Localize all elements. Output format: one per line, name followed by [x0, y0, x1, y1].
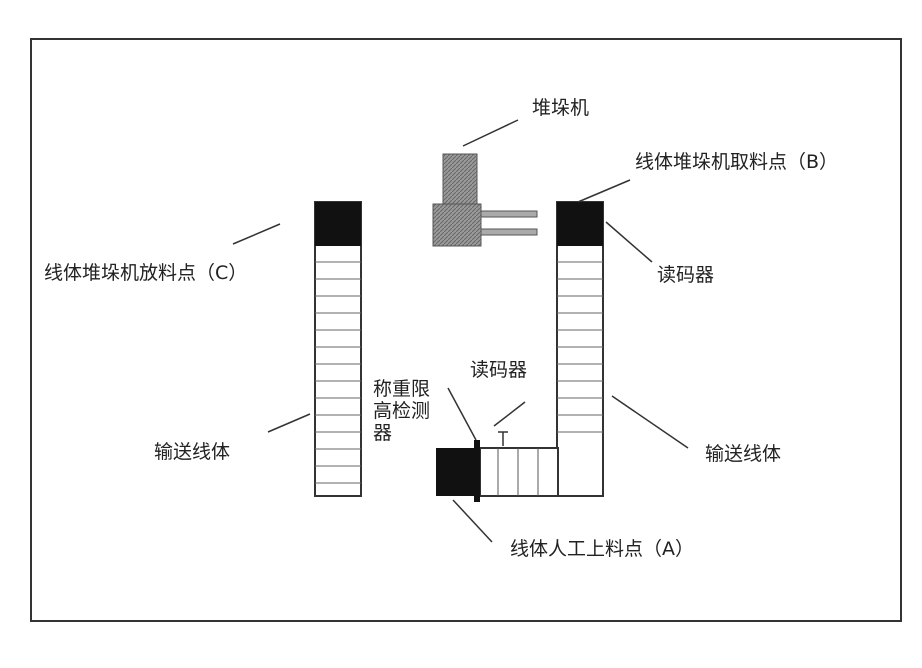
- leader-load-a: [453, 500, 492, 542]
- leader-weigh-check: [448, 388, 476, 440]
- pickup-point-b-label: 线体堆垛机取料点（B）: [635, 150, 838, 174]
- leader-stacker: [463, 120, 518, 146]
- left-conveyor: [315, 202, 361, 496]
- bottom-conveyor: [480, 448, 558, 496]
- leader-drop-c: [233, 224, 280, 244]
- leader-code-reader-right: [606, 222, 652, 262]
- code-reader-right-label: 读码器: [657, 263, 714, 287]
- leader-pickup-b: [578, 180, 630, 202]
- weigh-height-check-label: 称重限高检测器: [373, 378, 437, 444]
- conveyor-left-label: 输送线体: [154, 440, 230, 464]
- conveyor-right-label: 输送线体: [705, 442, 781, 466]
- manual-load-point-a-block: [436, 448, 476, 496]
- stacker-machine: [433, 154, 537, 246]
- leader-conveyor-left: [268, 414, 310, 432]
- manual-load-point-a-label: 线体人工上料点（A）: [510, 537, 694, 561]
- leader-code-reader-middle: [494, 402, 525, 426]
- weigh-height-check-sensor: [474, 440, 480, 502]
- pickup-point-b-block: [557, 202, 603, 246]
- drop-point-c-block: [315, 202, 361, 246]
- drop-point-c-label: 线体堆垛机放料点（C）: [44, 261, 247, 285]
- code-reader-middle-marker: [498, 432, 508, 446]
- stacker-label: 堆垛机: [532, 96, 589, 120]
- code-reader-middle-label: 读码器: [470, 358, 527, 382]
- leader-conveyor-right: [612, 396, 688, 448]
- right-conveyor: [557, 202, 603, 496]
